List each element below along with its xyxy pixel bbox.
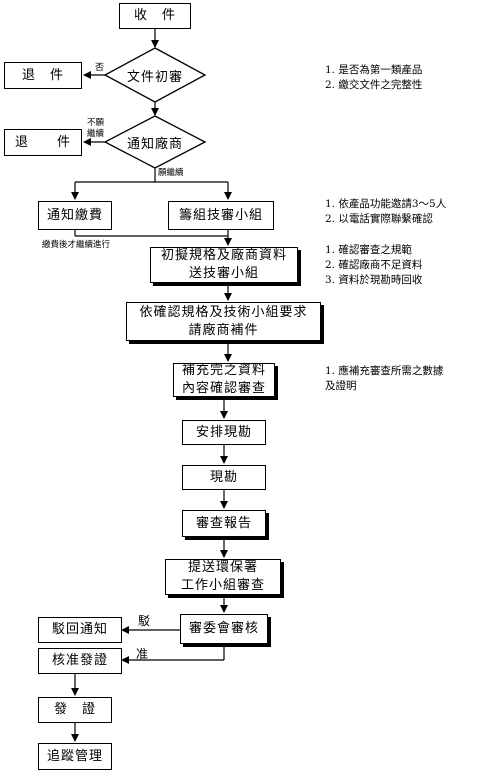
rejection-notice-box: 駁回通知 xyxy=(38,617,122,643)
supplement-review-box: 補充完之資料 內容確認審查 xyxy=(173,363,275,397)
notify-vendor-text: 通知廠商 xyxy=(126,137,183,152)
draft-spec-box: 初擬規格及廠商資料 送技審小組 xyxy=(150,247,298,283)
review-report-box: 審查報告 xyxy=(182,510,266,537)
return-box-1: 退 件 xyxy=(4,62,82,89)
committee-review-box: 審委會審核 xyxy=(180,614,268,644)
request-docs-box: 依確認規格及技術小組要求 請廠商補件 xyxy=(126,302,321,341)
tracking-box: 追蹤管理 xyxy=(38,743,112,770)
note-draft-spec: 1. 確認審查之規範 2. 確認廠商不足資料 3. 資料於現勘時回收 xyxy=(325,244,423,286)
site-visit-box: 現勘 xyxy=(182,465,266,490)
return-box-2: 退 件 xyxy=(4,129,82,156)
note-initial-review: 1. 是否為第一類產品 2. 繳交文件之完整性 xyxy=(325,64,423,91)
receive-box: 收 件 xyxy=(119,3,191,29)
form-team-box: 籌組技審小組 xyxy=(168,201,274,230)
label-reject: 駁 xyxy=(138,614,151,628)
label-no: 否 xyxy=(95,63,105,73)
label-willing-continue: 願繼續 xyxy=(158,168,184,178)
approve-issue-box: 核准發證 xyxy=(38,648,122,674)
submit-epa-box: 提送環保署 工作小組審查 xyxy=(165,559,281,595)
note-form-team: 1. 依產品功能邀請3～5人 2. 以電話實際聯繫確認 xyxy=(325,198,447,225)
arrange-visit-box: 安排現勘 xyxy=(182,420,266,445)
issue-box: 發 證 xyxy=(38,697,112,723)
label-not-continue: 不願 繼續 xyxy=(87,118,105,139)
note-supplement-review: 1. 應補充審查所需之數據 及證明 xyxy=(325,365,444,392)
initial-review-text: 文件初審 xyxy=(126,70,183,85)
label-after-fee: 繳費後才繼續進行 xyxy=(42,240,111,250)
label-approve: 准 xyxy=(136,647,149,661)
notify-fee-box: 通知繳費 xyxy=(38,201,112,230)
